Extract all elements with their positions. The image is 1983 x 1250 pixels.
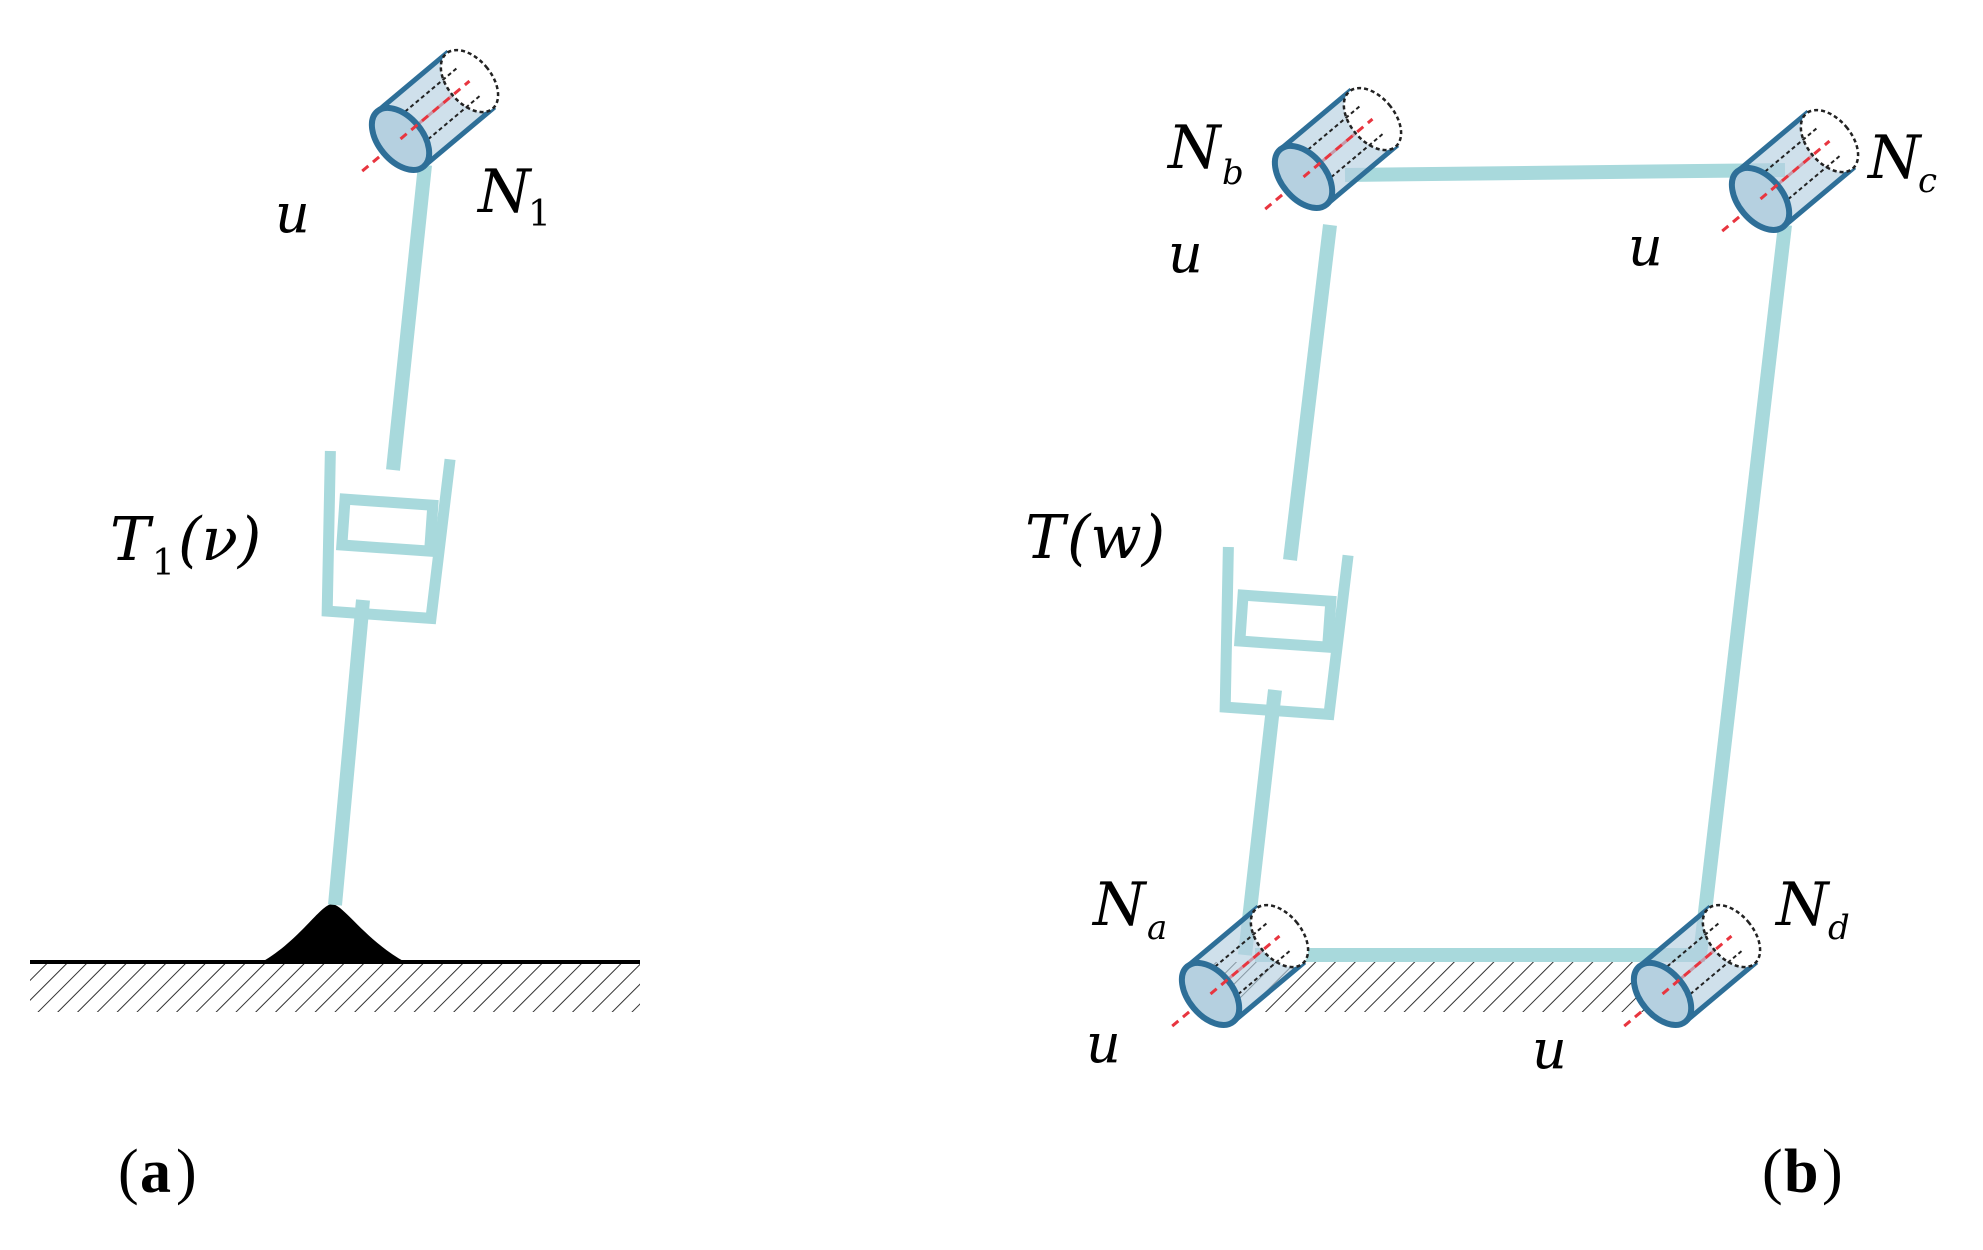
svg-text:a: a — [140, 1138, 171, 1206]
panel-b: u u u u N b N c N a N d T (w) ( b ) — [1025, 77, 1937, 1206]
svg-text:d: d — [1828, 908, 1850, 948]
axis-label-a: u — [275, 182, 310, 245]
svg-text:): ) — [176, 1138, 197, 1206]
caption-a: ( a ) — [118, 1138, 197, 1206]
node-label-nd: N d — [1774, 870, 1850, 948]
panel-a: u N 1 T 1 (ν) ( a ) — [30, 39, 640, 1206]
ground-a — [30, 904, 640, 1012]
axis-label-nc: u — [1628, 215, 1663, 278]
cylindrical-joint-nb — [1242, 77, 1412, 236]
svg-text:N: N — [1091, 870, 1148, 940]
svg-text:N: N — [1866, 123, 1923, 193]
svg-text:T: T — [110, 505, 154, 575]
axis-label-nb: u — [1168, 222, 1203, 285]
svg-text:(: ( — [1762, 1138, 1783, 1206]
svg-text:b: b — [1222, 153, 1244, 193]
node-label-n1: N 1 — [476, 157, 551, 235]
cylindrical-joint-na — [1149, 894, 1319, 1053]
node-label-nb: N b — [1166, 113, 1244, 193]
damper-a — [319, 451, 450, 619]
caption-b: ( b ) — [1762, 1138, 1843, 1206]
svg-text:(ν): (ν) — [178, 505, 261, 575]
svg-text:N: N — [1166, 113, 1223, 183]
svg-text:): ) — [1822, 1138, 1843, 1206]
svg-text:1: 1 — [528, 194, 551, 235]
svg-text:1: 1 — [152, 543, 175, 584]
node-label-nc: N c — [1866, 123, 1937, 201]
axis-label-nd: u — [1532, 1018, 1567, 1081]
svg-text:a: a — [1147, 908, 1167, 948]
damper-label-b: T (w) — [1025, 503, 1165, 573]
svg-text:N: N — [476, 157, 533, 227]
damper-label-a: T 1 (ν) — [110, 505, 261, 584]
node-label-na: N a — [1091, 870, 1167, 948]
link-a — [328, 164, 432, 906]
svg-text:(w): (w) — [1067, 503, 1165, 573]
svg-text:N: N — [1774, 870, 1831, 940]
svg-text:b: b — [1784, 1138, 1818, 1206]
svg-text:(: ( — [118, 1138, 139, 1206]
svg-text:T: T — [1025, 503, 1069, 573]
four-bar-links — [1238, 163, 1792, 962]
svg-text:c: c — [1918, 161, 1937, 201]
damper-b — [1217, 547, 1348, 715]
axis-label-na: u — [1086, 1012, 1121, 1075]
